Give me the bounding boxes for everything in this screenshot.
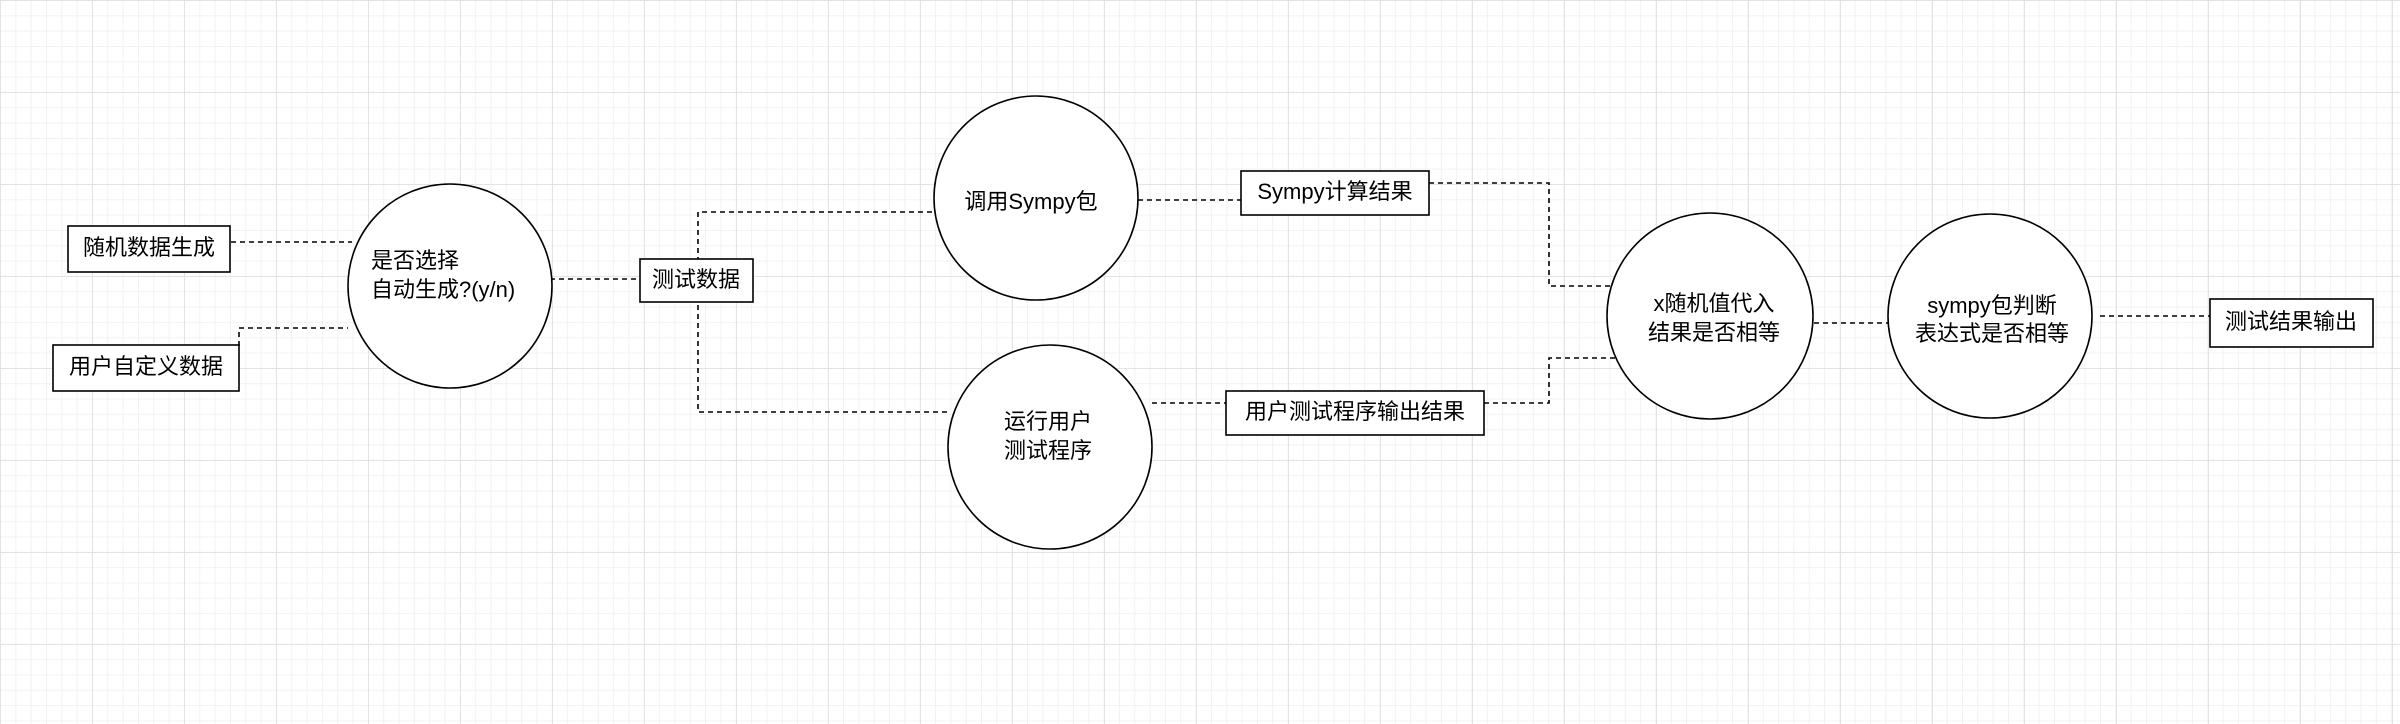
box-test-data: 测试数据 [639,258,754,303]
circle-call-sympy-label: 调用Sympy包 [964,189,1097,214]
edge-sympy-result-to-compare [1429,182,1640,287]
circle-call-sympy: 调用Sympy包 [933,95,1139,301]
box-sympy-result: Sympy计算结果 [1240,170,1430,216]
circle-sympy-judge-line-1: sympy包判断 [1927,293,2057,318]
edge-output-to-compare [1484,357,1634,404]
circle-substitute-compare-line-2: 结果是否相等 [1648,320,1780,345]
circle-run-user-program-line-2: 测试程序 [1004,438,1092,463]
box-user-program-output: 用户测试程序输出结果 [1225,390,1485,436]
box-user-defined-label: 用户自定义数据 [69,354,223,379]
box-random-gen: 随机数据生成 [67,225,231,273]
circle-substitute-compare-line-1: x随机值代入 [1653,291,1774,316]
box-user-program-output-label: 用户测试程序输出结果 [1245,399,1465,424]
circle-substitute-compare: x随机值代入 结果是否相等 [1606,212,1814,420]
circle-choose-auto-line-1: 是否选择 [371,248,459,273]
box-user-defined: 用户自定义数据 [52,344,240,392]
circle-choose-auto-line-2: 自动生成?(y/n) [371,277,515,302]
box-output-result-label: 测试结果输出 [2225,309,2357,334]
box-output-result: 测试结果输出 [2209,298,2374,348]
edge-user-defined-to-choose [238,327,348,346]
circle-sympy-judge: sympy包判断 表达式是否相等 [1887,213,2093,419]
circle-run-user-program: 运行用户 测试程序 [947,344,1153,550]
edge-test-data-to-sympy [697,211,935,262]
box-test-data-label: 测试数据 [652,267,740,292]
circle-choose-auto: 是否选择 自动生成?(y/n) [347,183,553,389]
edge-test-data-to-user-program [697,305,948,413]
circle-run-user-program-line-1: 运行用户 [1004,409,1092,434]
circle-sympy-judge-line-2: 表达式是否相等 [1915,321,2069,346]
box-random-gen-label: 随机数据生成 [83,235,215,260]
box-sympy-result-label: Sympy计算结果 [1257,179,1412,204]
